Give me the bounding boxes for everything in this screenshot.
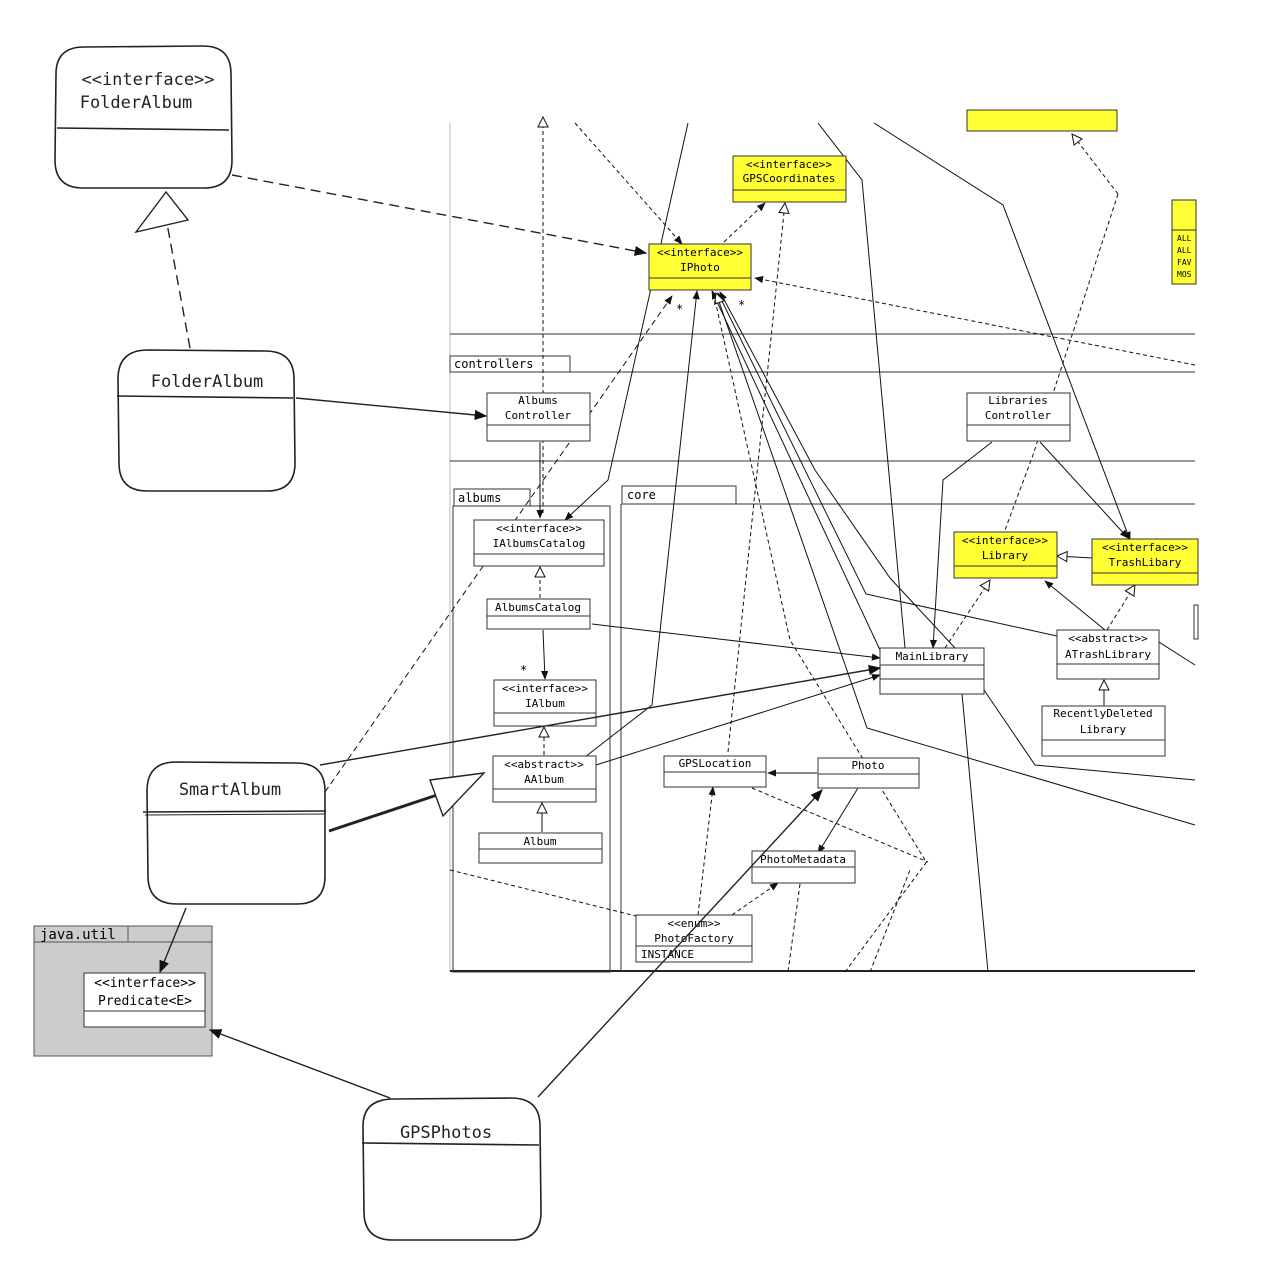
main-library-name: MainLibrary — [896, 650, 969, 663]
partial-yellow-box — [966, 109, 1118, 132]
library-stereotype: <<interface>> — [962, 534, 1048, 547]
albums-package-label: albums — [458, 491, 501, 505]
ialbums-catalog-stereotype: <<interface>> — [496, 522, 582, 535]
ialbum-stereotype: <<interface>> — [502, 682, 588, 695]
class-library: <<interface>> Library — [953, 531, 1058, 579]
libraries-controller-line1: Libraries — [988, 394, 1048, 407]
sketch-smart-album: SmartAlbum — [142, 761, 327, 905]
libraries-controller-line2: Controller — [985, 409, 1052, 422]
predicate-name: Predicate<E> — [98, 994, 192, 1009]
aalbum-name: AAlbum — [524, 773, 564, 786]
photo-factory-name: PhotoFactory — [654, 932, 734, 945]
class-album: Album — [478, 832, 603, 864]
gps-photos-name: GPSPhotos — [400, 1123, 492, 1143]
core-package-label: core — [627, 488, 656, 502]
atrash-library-stereotype: <<abstract>> — [1068, 632, 1148, 645]
albums-controller-line2: Controller — [505, 409, 572, 422]
enum-fragment-4: MOS — [1177, 270, 1192, 279]
class-atrash-library: <<abstract>> ATrashLibrary — [1056, 629, 1160, 680]
controllers-package-label: controllers — [454, 357, 533, 371]
albums-package: albums — [452, 488, 611, 973]
java-util-label: java.util — [40, 927, 116, 943]
uml-relations — [324, 117, 1196, 973]
class-photo-factory: <<enum>> PhotoFactory INSTANCE — [635, 914, 753, 963]
class-aalbum: <<abstract>> AAlbum — [492, 755, 597, 803]
albums-catalog-name: AlbumsCatalog — [495, 601, 581, 614]
gps-coordinates-stereotype: <<interface>> — [746, 158, 832, 171]
class-photo: Photo — [817, 757, 920, 789]
gps-location-name: GPSLocation — [679, 757, 752, 770]
smart-album-name: SmartAlbum — [179, 780, 281, 800]
ialbum-name: IAlbum — [525, 697, 565, 710]
aalbum-stereotype: <<abstract>> — [504, 758, 584, 771]
multiplicity-2: * — [738, 298, 745, 312]
photo-factory-stereotype: <<enum>> — [668, 917, 721, 930]
gps-coordinates-name: GPSCoordinates — [743, 172, 836, 185]
enum-fragment: ALL ALL FAV MOS — [1171, 199, 1197, 285]
library-name: Library — [982, 549, 1029, 562]
class-main-library: MainLibrary — [879, 647, 985, 695]
album-name: Album — [523, 835, 556, 848]
photo-metadata-name: PhotoMetadata — [760, 853, 846, 866]
class-gps-coordinates: <<interface>> GPSCoordinates — [732, 155, 847, 203]
enum-fragment-2: ALL — [1177, 246, 1192, 255]
class-albums-catalog: AlbumsCatalog — [486, 598, 591, 630]
class-recently-deleted-library: RecentlyDeleted Library — [1041, 705, 1166, 757]
class-iphoto: <<interface>> IPhoto — [648, 243, 752, 291]
sketch-relations — [134, 174, 882, 1099]
folder-album-name: FolderAlbum — [151, 372, 264, 392]
sketch-gps-photos: GPSPhotos — [361, 1097, 542, 1241]
java-util-package: java.util <<interface>> Predicate<E> — [33, 925, 213, 1057]
sketch-folder-album-interface: <<interface>> FolderAlbum — [54, 45, 233, 189]
folder-album-interface-stereotype: <<interface>> — [81, 70, 214, 90]
predicate-stereotype: <<interface>> — [94, 976, 196, 991]
ialbums-catalog-name: IAlbumsCatalog — [493, 537, 586, 550]
core-package: core — [620, 485, 737, 972]
class-gps-location: GPSLocation — [663, 755, 767, 788]
photo-factory-constant: INSTANCE — [641, 948, 694, 961]
folder-album-interface-name: FolderAlbum — [80, 93, 193, 113]
albums-controller-line1: Albums — [518, 394, 558, 407]
sketch-folder-album: FolderAlbum — [116, 349, 296, 492]
multiplicity-3: * — [520, 663, 527, 677]
class-albums-controller: Albums Controller — [486, 392, 591, 442]
uml-screenshot: controllers albums core ALL ALL FAV MOS — [324, 109, 1199, 973]
recently-deleted-line1: RecentlyDeleted — [1053, 707, 1152, 720]
recently-deleted-line2: Library — [1080, 723, 1127, 736]
iphoto-name: IPhoto — [680, 261, 720, 274]
iphoto-stereotype: <<interface>> — [657, 246, 743, 259]
class-ialbums-catalog: <<interface>> IAlbumsCatalog — [473, 519, 605, 567]
multiplicity-1: * — [676, 302, 683, 316]
class-ialbum: <<interface>> IAlbum — [493, 679, 597, 727]
controllers-package: controllers — [449, 355, 571, 373]
enum-fragment-3: FAV — [1177, 258, 1192, 267]
trash-library-name: TrashLibary — [1109, 556, 1182, 569]
enum-fragment-1: ALL — [1177, 234, 1192, 243]
class-libraries-controller: Libraries Controller — [966, 392, 1071, 442]
class-photo-metadata: PhotoMetadata — [751, 850, 856, 884]
trash-library-stereotype: <<interface>> — [1102, 541, 1188, 554]
photo-name: Photo — [851, 759, 884, 772]
class-predicate: <<interface>> Predicate<E> — [83, 972, 206, 1028]
atrash-library-name: ATrashLibrary — [1065, 648, 1151, 661]
class-trash-library: <<interface>> TrashLibary — [1091, 538, 1199, 586]
